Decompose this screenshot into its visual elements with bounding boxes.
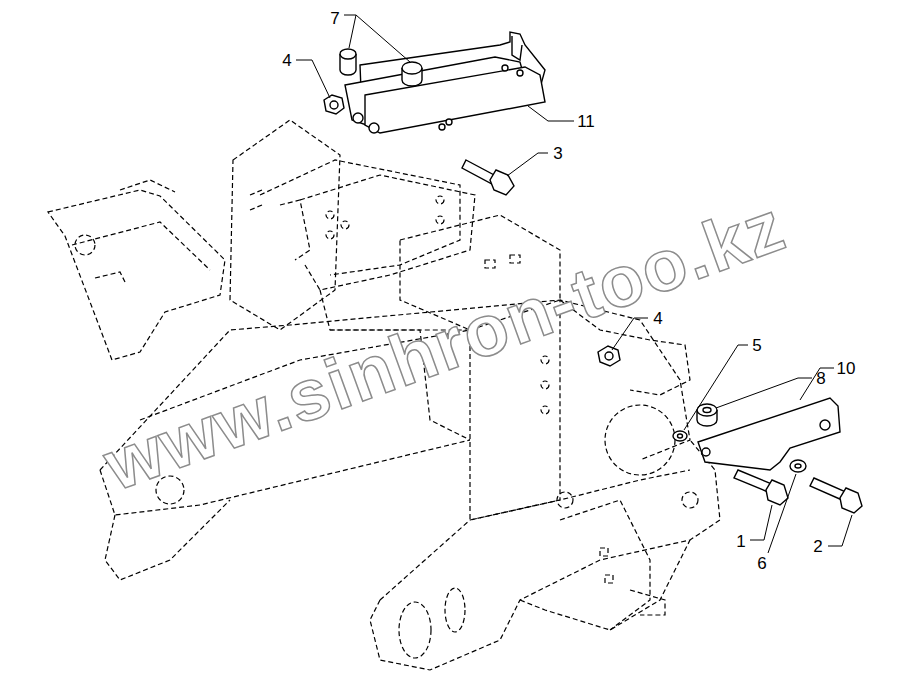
callout-number: 5 (752, 337, 761, 354)
callout-number: 10 (837, 360, 856, 377)
callout-number: 4 (653, 310, 662, 327)
callout-number: 7 (330, 10, 339, 27)
callout-number: 11 (577, 113, 595, 130)
callout-number: 3 (553, 145, 562, 162)
callout-number: 4 (282, 52, 291, 69)
callout-number: 1 (736, 533, 745, 550)
callout-number: 8 (816, 370, 825, 387)
callout-number: 2 (813, 538, 822, 555)
callout-number: 6 (757, 555, 766, 572)
